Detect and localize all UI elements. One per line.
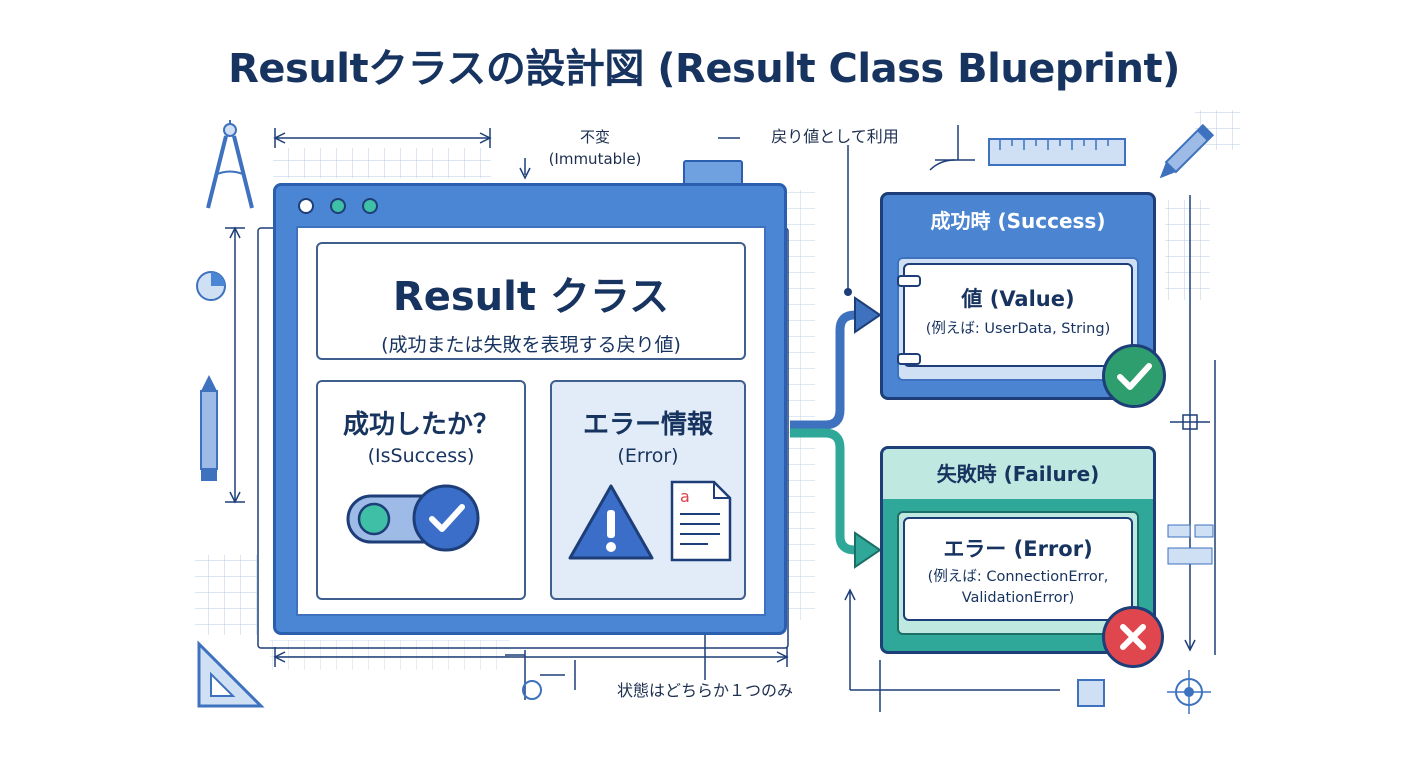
failure-error-example-line1: (例えば: ConnectionError,	[927, 569, 1109, 585]
success-value-card: 値 (Value) (例えば: UserData, String)	[903, 263, 1133, 367]
result-class-description: (成功または失敗を表現する戻り値)	[381, 334, 681, 356]
target-icon	[1167, 670, 1211, 714]
immutable-note: 不変 (Immutable)	[530, 126, 660, 170]
connector-arrows	[790, 296, 882, 569]
is-success-field: (IsSuccess)	[367, 445, 475, 467]
compass-icon	[206, 120, 254, 209]
success-panel: 成功時 (Success) 値 (Value) (例えば: UserData, …	[880, 192, 1156, 400]
toggle-icon	[346, 484, 480, 552]
warning-icon	[568, 484, 654, 560]
immutable-note-line2: (Immutable)	[548, 150, 642, 168]
pie-icon	[196, 271, 226, 301]
document-icon: a	[670, 480, 732, 562]
window-dot-3	[362, 198, 378, 214]
failure-error-label: エラー (Error)	[943, 537, 1093, 561]
immutable-note-line1: 不変	[579, 128, 610, 146]
ring-binder	[897, 275, 921, 287]
ruler-icon	[988, 138, 1126, 166]
one-state-note: 状態はどちらか１つのみ	[616, 681, 793, 700]
result-class-body: Result クラス (成功または失敗を表現する戻り値) 成功したか？ (IsS…	[296, 226, 766, 616]
error-info-card: エラー情報 (Error) a	[550, 380, 746, 600]
failure-error-card: エラー (Error) (例えば: ConnectionError, Valid…	[903, 517, 1133, 621]
error-info-field: (Error)	[617, 445, 679, 467]
result-class-name: Result クラス	[392, 274, 670, 320]
error-info-label: エラー情報	[582, 410, 713, 440]
svg-text:a: a	[680, 487, 690, 506]
success-panel-header: 成功時 (Success)	[930, 209, 1106, 233]
failure-panel-header: 失敗時 (Failure)	[883, 449, 1153, 499]
result-class-card: Result クラス (成功または失敗を表現する戻り値)	[316, 242, 746, 360]
success-value-example: (例えば: UserData, String)	[925, 321, 1111, 337]
return-value-note: 戻り値として利用	[771, 127, 899, 146]
cross-icon	[1102, 606, 1164, 668]
page-title: Resultクラスの設計図 (Result Class Blueprint)	[228, 46, 1180, 92]
window-dot-2	[330, 198, 346, 214]
ring-binder	[897, 353, 921, 365]
is-success-label: 成功したか？	[342, 410, 499, 440]
window-dot-1	[298, 198, 314, 214]
failure-error-example-line2: ValidationError)	[961, 590, 1075, 606]
set-square-icon	[197, 640, 265, 708]
check-icon	[1102, 344, 1166, 408]
result-class-window: Result クラス (成功または失敗を表現する戻り値) 成功したか？ (IsS…	[273, 183, 787, 635]
is-success-card: 成功したか？ (IsSuccess)	[316, 380, 526, 600]
success-value-label: 値 (Value)	[961, 287, 1075, 311]
pencil-icon	[1159, 123, 1215, 179]
pencil-icon	[200, 375, 218, 481]
